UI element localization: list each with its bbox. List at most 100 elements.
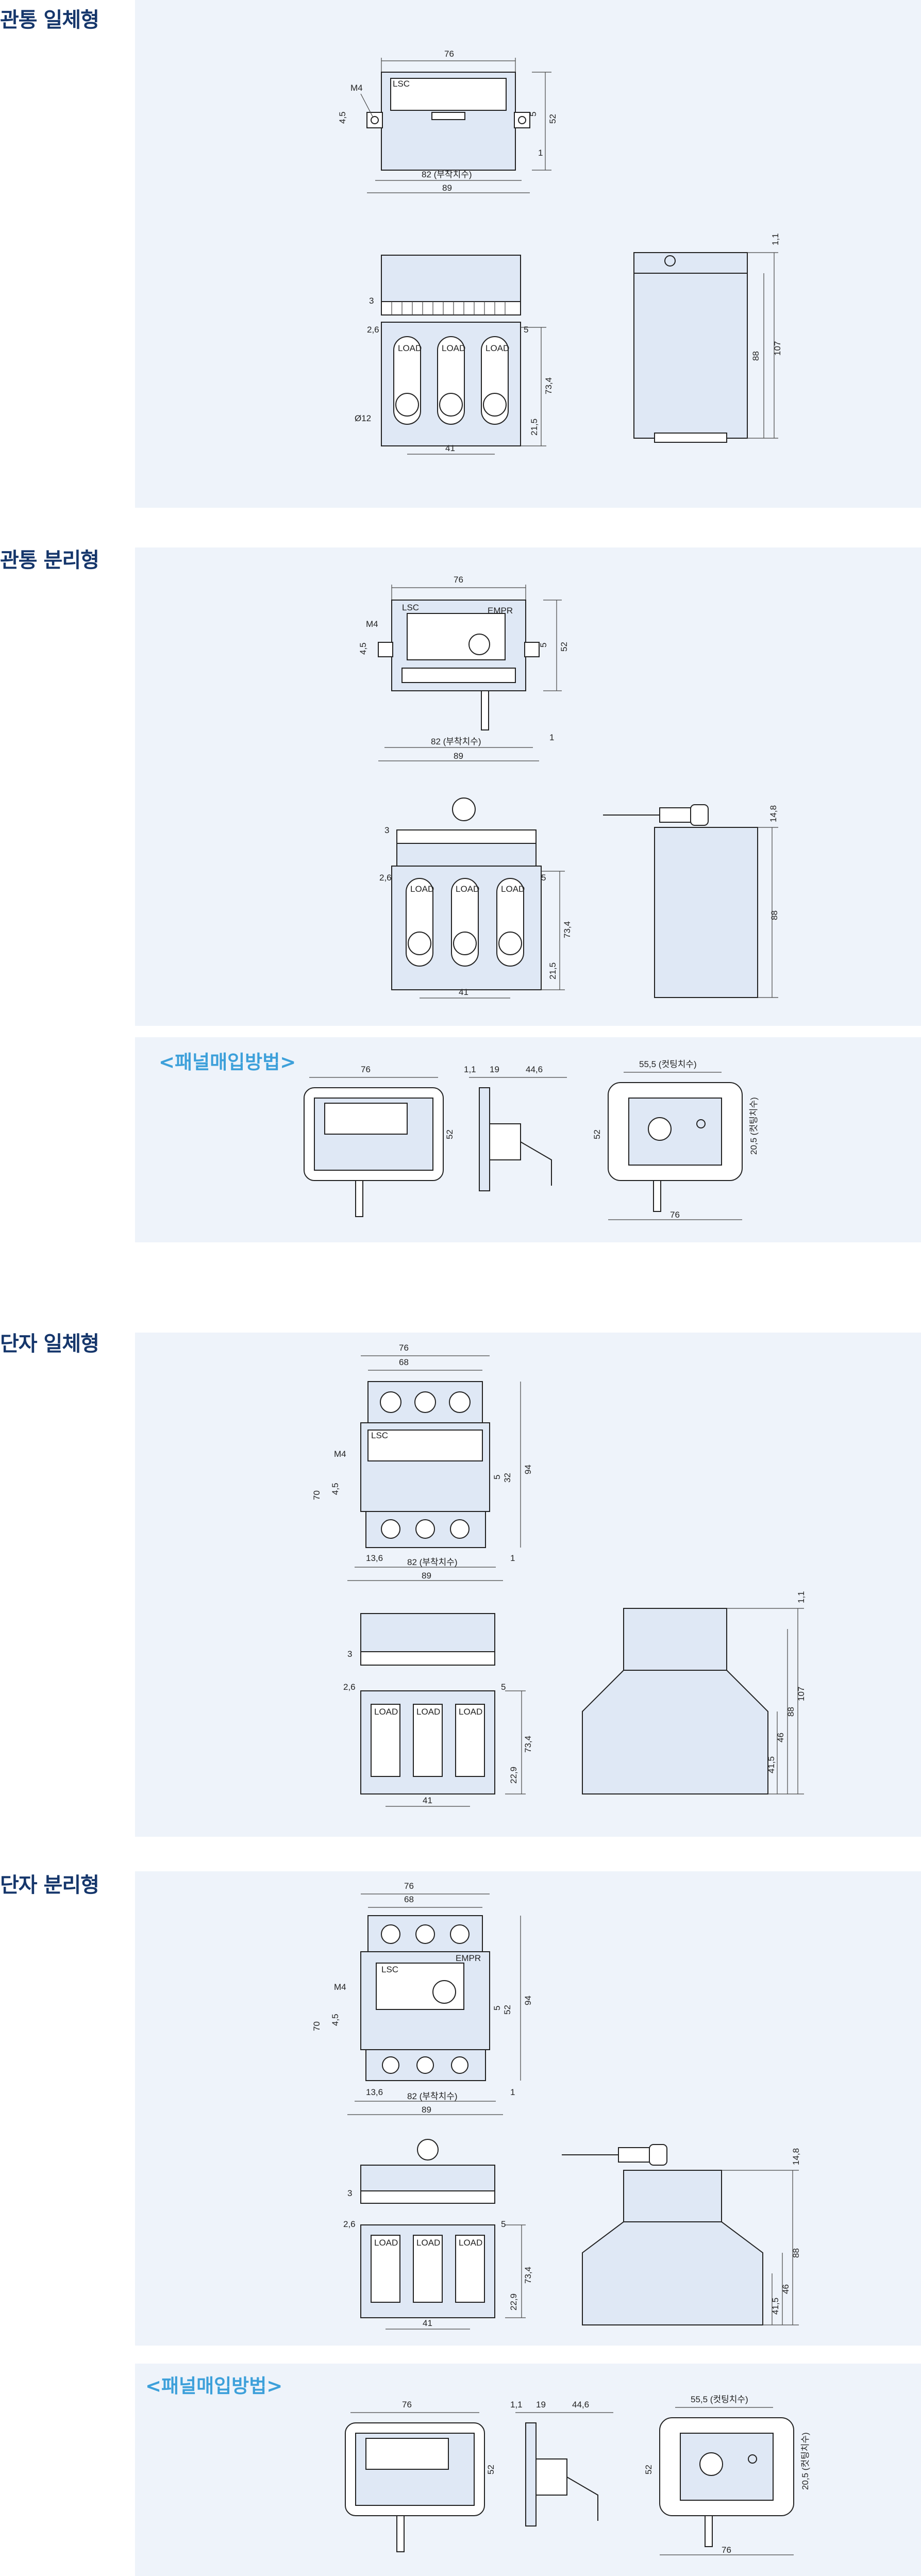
ct-label-2: LOAD bbox=[416, 1707, 440, 1717]
terminal-screw-3 bbox=[450, 1924, 470, 1944]
cutout-screw bbox=[696, 1119, 706, 1128]
diagram-panel-4 bbox=[135, 1871, 921, 2346]
dim-68: 68 bbox=[404, 1894, 414, 1904]
side-view-1: 88 107 1,1 bbox=[633, 233, 782, 443]
dim-3: 3 bbox=[369, 296, 374, 306]
bottom-view-2: 3 2,6 5 LOAD LOAD LOAD 73,4 21,5 41 bbox=[379, 797, 572, 999]
dim-55-5-cut: 55,5 (컷팅치수) bbox=[639, 1059, 697, 1069]
dim-m4: M4 bbox=[366, 619, 378, 629]
panel-front-view-2: 76 52 bbox=[345, 2400, 496, 2552]
panel-plate bbox=[479, 1087, 490, 1191]
side-view-4: 88 46 41,5 14,8 bbox=[562, 2144, 801, 2325]
mount-ear-left bbox=[366, 112, 383, 128]
brand-logo: LSC bbox=[381, 1965, 398, 1974]
lower-screw-1 bbox=[382, 2056, 399, 2074]
dim-73-4: 73,4 bbox=[523, 1736, 533, 1753]
dim-52: 52 bbox=[592, 1129, 602, 1139]
side-foot bbox=[654, 433, 727, 443]
dim-21-5: 21,5 bbox=[548, 962, 558, 979]
dim-89: 89 bbox=[442, 183, 452, 193]
side-cable bbox=[520, 1141, 552, 1186]
cutout-dial bbox=[648, 1117, 672, 1141]
cutout-body bbox=[680, 2433, 774, 2501]
mount-ear-right bbox=[514, 112, 530, 128]
dim-5: 5 bbox=[501, 2219, 506, 2229]
dim-41: 41 bbox=[445, 443, 455, 453]
side-body bbox=[633, 252, 748, 439]
dim-94: 94 bbox=[523, 1465, 533, 1474]
model-label: EMPR bbox=[488, 606, 513, 616]
dim-52: 52 bbox=[644, 2465, 654, 2474]
button bbox=[431, 112, 465, 120]
dim-89: 89 bbox=[422, 2105, 431, 2115]
dim-89: 89 bbox=[422, 1571, 431, 1581]
cutout-body bbox=[628, 1098, 722, 1166]
terminal-strip bbox=[360, 2190, 495, 2204]
display-window bbox=[407, 613, 506, 660]
terminal-strip bbox=[401, 668, 516, 683]
ct-hole-1 bbox=[408, 932, 431, 955]
terminal-strip bbox=[396, 829, 537, 844]
ct-hole-3 bbox=[483, 393, 507, 417]
terminal-bay-2 bbox=[413, 2235, 443, 2303]
dim-41: 41 bbox=[459, 987, 468, 997]
panel-install-panel-1 bbox=[135, 1037, 921, 1242]
front-view-4: 76 68 EMPR LSC M4 70 4,5 5 52 94 13,6 1 … bbox=[312, 1881, 533, 2115]
dim-19: 19 bbox=[490, 1065, 499, 1074]
terminal-screw-1 bbox=[381, 1924, 400, 1944]
diagram-panel-3 bbox=[135, 1333, 921, 1837]
dim-4-5: 4,5 bbox=[330, 1483, 340, 1495]
display-window bbox=[324, 1103, 408, 1135]
front-view-2: 76 EMPR LSC M4 4,5 52 5 1 82 (부착치수) 89 bbox=[358, 575, 569, 761]
dim-5: 5 bbox=[528, 112, 538, 117]
dim-1: 1 bbox=[549, 733, 554, 742]
display-window bbox=[390, 78, 507, 111]
rotary-dial bbox=[432, 1980, 456, 2004]
dim-107: 107 bbox=[796, 1687, 806, 1701]
dim-20-5-cut: 20,5 (컷팅치수) bbox=[749, 1097, 759, 1155]
mount-hole-right bbox=[518, 116, 526, 124]
dim-1-1: 1,1 bbox=[464, 1065, 476, 1074]
dim-76: 76 bbox=[444, 49, 454, 59]
dim-3: 3 bbox=[384, 825, 389, 835]
side-connector bbox=[659, 807, 691, 823]
terminal-screw-1 bbox=[380, 1391, 401, 1413]
side-cable bbox=[566, 2477, 598, 2521]
dim-76: 76 bbox=[404, 1881, 414, 1891]
side-connector bbox=[618, 2147, 650, 2163]
dim-88: 88 bbox=[769, 910, 779, 920]
dim-44-6: 44,6 bbox=[572, 2400, 589, 2409]
dim-41-5: 41,5 bbox=[766, 1756, 776, 1773]
dim-1: 1 bbox=[538, 148, 543, 158]
dim-88: 88 bbox=[786, 1707, 796, 1717]
dim-76-b: 76 bbox=[722, 2545, 731, 2555]
dim-82-mount: 82 (부착치수) bbox=[407, 2091, 458, 2101]
dim-5: 5 bbox=[524, 325, 528, 335]
ct-label-1: LOAD bbox=[410, 884, 434, 894]
side-upper bbox=[623, 2170, 722, 2222]
dim-4-5: 4,5 bbox=[358, 642, 368, 655]
mount-ear-right bbox=[524, 642, 540, 657]
dim-94: 94 bbox=[523, 1996, 533, 2005]
dim-2-6: 2,6 bbox=[343, 1682, 356, 1692]
side-connector-knob bbox=[649, 2144, 667, 2166]
dim-41: 41 bbox=[423, 2318, 432, 2328]
dim-1-1: 1,1 bbox=[796, 1591, 806, 1603]
bottom-view-4: 3 2,6 5 LOAD LOAD LOAD 73,4 22,9 41 bbox=[343, 2139, 533, 2330]
dim-76: 76 bbox=[402, 2400, 412, 2409]
ct-label-3: LOAD bbox=[459, 2238, 482, 2248]
dim-m4: M4 bbox=[350, 83, 363, 93]
side-connector bbox=[489, 1123, 521, 1160]
terminal-bay-1 bbox=[371, 1704, 400, 1777]
terminal-bay-3 bbox=[455, 2235, 485, 2303]
dim-73-4: 73,4 bbox=[562, 921, 572, 938]
dim-13-6: 13,6 bbox=[366, 2087, 383, 2097]
dim-2-6: 2,6 bbox=[379, 873, 392, 883]
side-lower bbox=[582, 2221, 763, 2325]
side-lower bbox=[582, 1670, 768, 1794]
dim-2-6: 2,6 bbox=[343, 2219, 356, 2229]
side-latch bbox=[664, 255, 676, 267]
diagram-panel-1 bbox=[135, 0, 921, 508]
bottom-view-1: 3 2,6 5 LOAD LOAD LOAD 73,4 21,5 Ø12 41 bbox=[355, 255, 554, 455]
upper-housing bbox=[381, 255, 521, 305]
